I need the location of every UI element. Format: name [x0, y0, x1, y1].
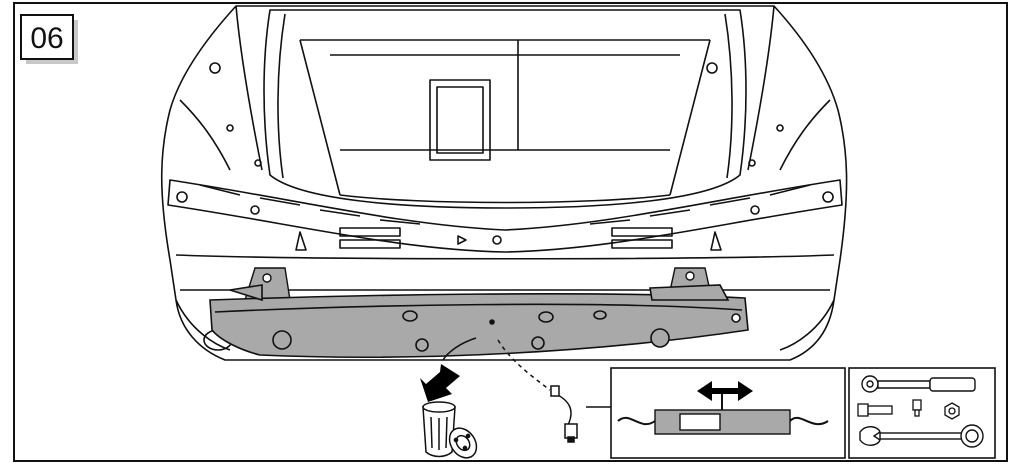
detail-panel-heatshrink	[610, 367, 846, 459]
ratchet-icon	[861, 375, 976, 393]
step-number: 06	[30, 22, 63, 55]
nut-icon	[944, 402, 960, 420]
step-badge: 06	[20, 14, 78, 64]
trash-bin-icon	[422, 401, 478, 459]
wire-connector	[497, 339, 614, 443]
wrench-icon	[859, 424, 984, 448]
discard-leader	[420, 337, 477, 402]
down-arrow-icon	[420, 364, 460, 402]
socket-icon	[857, 399, 922, 417]
tools-panel	[848, 367, 996, 459]
double-arrow-icon	[697, 381, 753, 401]
bumper-beam	[209, 284, 749, 359]
